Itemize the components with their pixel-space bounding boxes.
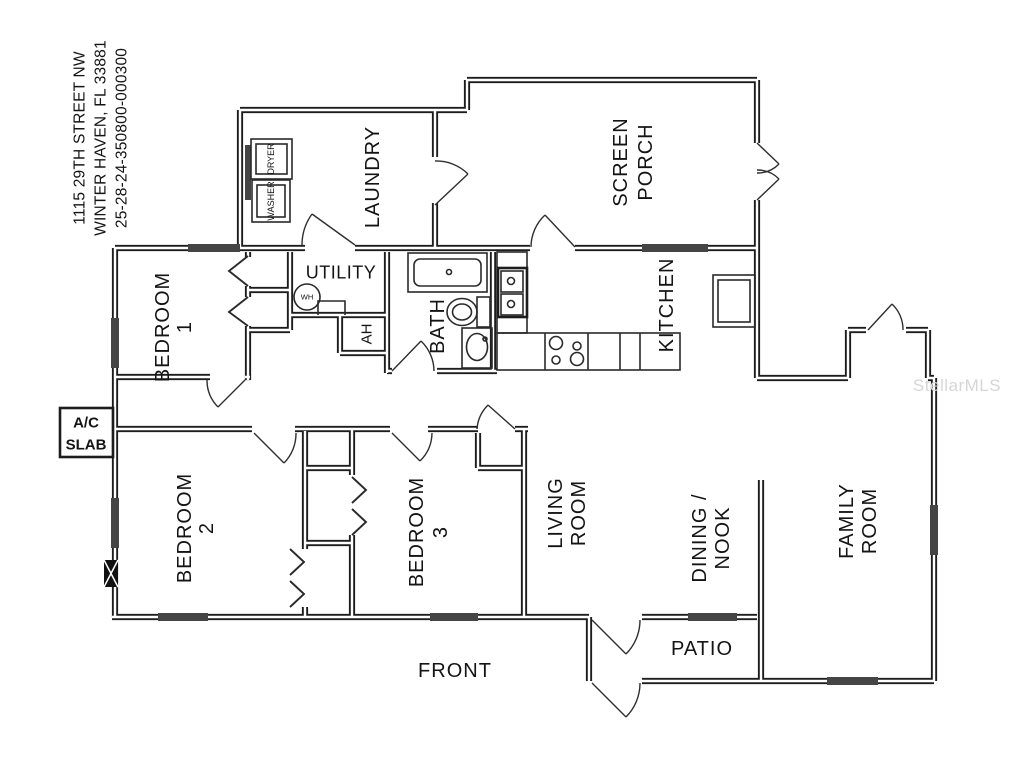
window-bedroom2-south (158, 613, 208, 621)
window-bedroom1-top (188, 244, 240, 252)
room-label-family-2: ROOM (859, 488, 881, 554)
door-bedroom1 (206, 379, 246, 408)
door-screen-porch-double (756, 142, 780, 201)
bifold-bedroom1-closet-b (227, 296, 249, 327)
door-bedroom2 (253, 432, 297, 464)
room-label-bedroom1-2: 1 (174, 321, 196, 333)
bifold-bedroom1-closet-a (227, 255, 249, 287)
window-bedroom2-west (111, 498, 119, 548)
ac-slab-box (58, 406, 115, 459)
walls (112, 80, 934, 681)
room-label-bedroom2-1: BEDROOM (174, 473, 196, 583)
address-line-2: WINTER HAVEN, FL 33881 (92, 40, 109, 236)
room-label-bath: BATH (427, 298, 449, 354)
watermark: StellarMLS (913, 376, 1001, 395)
room-label-screen-porch-2: PORCH (635, 123, 657, 200)
fixtures (58, 138, 756, 588)
bifold-bedroom2-closet (289, 548, 306, 608)
door-kitchen-to-porch (530, 214, 576, 248)
kitchen-sink (496, 266, 529, 319)
room-label-utility: UTILITY (306, 262, 377, 282)
door-living-to-patio (591, 619, 641, 655)
dryer-box (250, 138, 293, 180)
window-family-east (930, 505, 938, 555)
label-ac-slab-1: A/C (73, 414, 99, 431)
room-label-laundry: LAUNDRY (362, 126, 384, 228)
utility-shelf (317, 300, 346, 315)
annotations: 1115 29TH STREET NW WINTER HAVEN, FL 338… (71, 40, 1001, 682)
door-swings (206, 142, 904, 718)
stove (548, 335, 585, 367)
room-label-living-1: LIVING (545, 477, 567, 549)
closet-bifold-doors (227, 255, 368, 608)
room-label-dining-2: NOOK (712, 507, 734, 570)
fixture-labels: DRYER WASHER WH A/C SLAB (66, 143, 314, 453)
bathtub (407, 252, 488, 293)
window-bedroom3-south (430, 613, 478, 621)
washer-box (251, 179, 291, 223)
room-label-kitchen: KITCHEN (656, 258, 678, 353)
room-label-bedroom2-2: 2 (196, 522, 218, 534)
label-water-heater: WH (301, 293, 314, 302)
room-labels: LAUNDRY SCREEN PORCH UTILITY KITCHEN BAT… (152, 117, 881, 660)
window-kitchen-porch (642, 244, 708, 252)
address-parcel-number: 25-28-24-350800-000300 (113, 48, 130, 228)
door-bath (391, 340, 435, 372)
room-label-bedroom1-1: BEDROOM (152, 272, 174, 382)
window-patio-north (688, 613, 737, 621)
door-family-entry (867, 303, 904, 331)
water-heater (293, 283, 321, 311)
room-label-screen-porch-1: SCREEN (610, 117, 632, 206)
electric-meter (103, 559, 119, 588)
bifold-bedroom3-closet (351, 476, 368, 536)
label-ac-slab-2: SLAB (66, 436, 107, 453)
room-label-dining-1: DINING / (689, 493, 711, 582)
windows (111, 145, 938, 685)
room-label-living-2: ROOM (568, 480, 590, 546)
address-line-1: 1115 29TH STREET NW (71, 51, 88, 225)
refrigerator (712, 274, 756, 328)
room-label-bedroom3-1: BEDROOM (406, 477, 428, 587)
room-label-ah: AH (358, 324, 375, 345)
kitchen-counters (496, 251, 681, 371)
door-hall-closet (476, 404, 516, 430)
window-family-south (827, 677, 878, 685)
door-patio-exterior (591, 682, 641, 718)
door-utility-to-laundry (301, 213, 356, 246)
toilet (446, 296, 491, 328)
room-label-bedroom3-2: 3 (430, 526, 452, 538)
label-dryer: DRYER (266, 143, 276, 175)
label-washer: WASHER (266, 181, 276, 221)
room-label-patio: PATIO (671, 638, 733, 660)
window-bedroom1-west (111, 318, 119, 368)
window-laundry-west (245, 145, 251, 200)
room-label-family-1: FAMILY (836, 483, 858, 559)
front-label: FRONT (418, 660, 492, 682)
door-laundry-to-porch (434, 160, 469, 206)
door-bedroom3 (391, 432, 433, 462)
bathroom-sink (461, 327, 493, 369)
